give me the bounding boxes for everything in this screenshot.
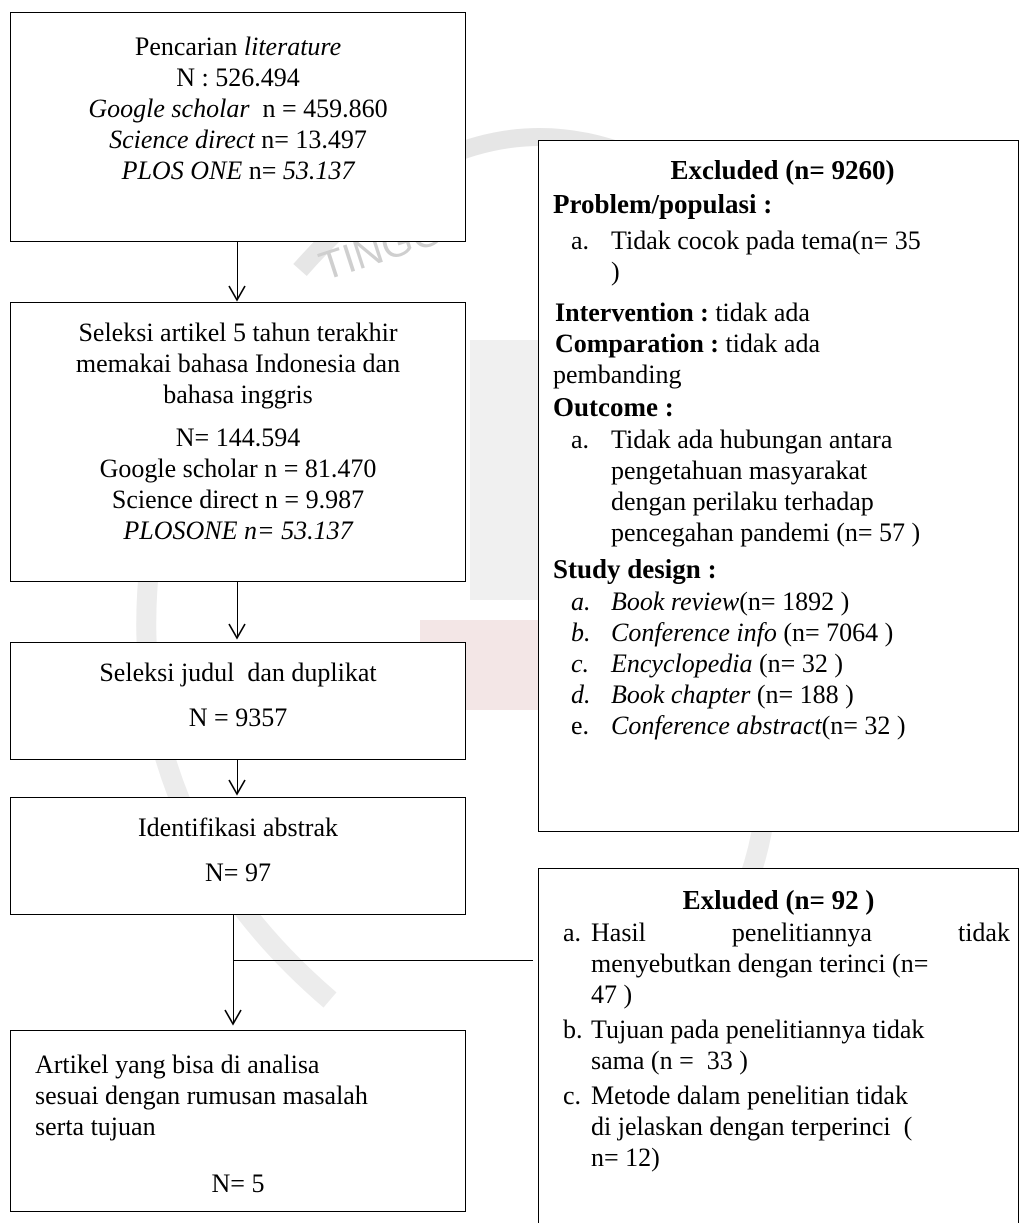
selection-google: Google scholar n = 81.470 bbox=[99, 454, 377, 483]
excluded2-item-a-word1: Hasil bbox=[591, 918, 646, 947]
outcome-line2: pengetahuan masyarakat bbox=[611, 456, 868, 485]
arrow-down-icon bbox=[228, 285, 246, 302]
abstract-label: Identifikasi abstrak bbox=[138, 813, 338, 842]
excluded2-title: Exluded (n= 92 ) bbox=[682, 885, 875, 915]
outcome-label: Outcome : bbox=[553, 392, 674, 422]
connector-3 bbox=[237, 760, 238, 794]
search-total: N : 526.494 bbox=[176, 63, 300, 92]
study-marker: b. bbox=[571, 618, 591, 647]
study-item: c. Encyclopedia (n= 32 ) bbox=[553, 648, 1012, 679]
study-marker: a. bbox=[571, 587, 591, 616]
study-label: Book review bbox=[611, 587, 740, 616]
google-scholar-label: Google scholar bbox=[88, 94, 250, 123]
intervention-value: tidak ada bbox=[708, 298, 810, 327]
arrow-down-icon bbox=[228, 623, 246, 640]
final-line1: Artikel yang bisa di analisa bbox=[35, 1050, 320, 1079]
connector-1 bbox=[237, 242, 238, 298]
comparation-label: Comparation : bbox=[555, 329, 719, 358]
excluded2-item-a-line3: 47 ) bbox=[591, 980, 633, 1009]
selection-total: N= 144.594 bbox=[175, 423, 301, 452]
study-count: (n= 188 ) bbox=[750, 680, 854, 709]
arrow-down-icon bbox=[224, 1009, 242, 1026]
selection-line1: Seleksi artikel 5 tahun terakhir bbox=[78, 318, 398, 347]
excluded2-marker: b. bbox=[563, 1015, 583, 1044]
abstract-box: Identifikasi abstrak N= 97 bbox=[10, 797, 466, 915]
study-item: b. Conference info (n= 7064 ) bbox=[553, 617, 1012, 648]
selection-line3: bahasa inggris bbox=[163, 380, 313, 409]
excluded2-item: a. Hasil penelitiannya tidak menyebutkan… bbox=[547, 917, 1010, 1010]
plos-mid: n= bbox=[242, 156, 283, 185]
abstract-total: N= 97 bbox=[205, 858, 271, 887]
connector-4 bbox=[233, 915, 234, 1023]
excluded2-marker: c. bbox=[563, 1081, 582, 1110]
outcome-line4: pencegahan pandemi (n= 57 ) bbox=[611, 518, 921, 547]
excluded2-item-c-line1: Metode dalam penelitian tidak bbox=[591, 1081, 908, 1110]
comparation-value: tidak ada bbox=[718, 329, 821, 358]
problem-item-line2: ) bbox=[611, 257, 620, 286]
search-title: Pencarian bbox=[134, 32, 244, 61]
comparation-value2: pembanding bbox=[553, 360, 682, 389]
study-label: Book chapter bbox=[611, 680, 751, 709]
excluded2-item-c-line3: n= 12) bbox=[591, 1143, 660, 1172]
science-direct-label: Science direct bbox=[109, 125, 255, 154]
study-label: Conference abstract bbox=[611, 711, 822, 740]
study-count: (n= 32 ) bbox=[752, 649, 843, 678]
excluded2-marker: a. bbox=[563, 918, 582, 947]
excluded2-item-b-line1: Tujuan pada penelitiannya tidak bbox=[591, 1015, 925, 1044]
study-count: (n= 1892 ) bbox=[739, 587, 850, 616]
final-line3: serta tujuan bbox=[35, 1112, 156, 1141]
study-marker: d. bbox=[571, 680, 591, 709]
outcome-line1: Tidak ada hubungan antara bbox=[611, 425, 893, 454]
problem-marker: a. bbox=[571, 226, 590, 255]
excluded2-item-a-line2: menyebutkan dengan terinci (n= bbox=[591, 949, 929, 978]
arrow-down-icon bbox=[228, 779, 246, 796]
problem-item-line1: Tidak cocok pada tema(n= 35 bbox=[611, 226, 921, 255]
selection-box: Seleksi artikel 5 tahun terakhir memakai… bbox=[10, 302, 466, 582]
title-duplicate-label: Seleksi judul dan duplikat bbox=[99, 658, 377, 687]
study-design-label: Study design : bbox=[553, 554, 717, 584]
title-duplicate-total: N = 9357 bbox=[188, 703, 288, 732]
excluded2-item-b-line2: sama (n = 33 ) bbox=[591, 1046, 748, 1075]
excluded2-item: c. Metode dalam penelitian tidak di jela… bbox=[547, 1080, 1010, 1173]
study-item: d. Book chapter (n= 188 ) bbox=[553, 679, 1012, 710]
study-label: Encyclopedia bbox=[611, 649, 753, 678]
connector-2 bbox=[237, 582, 238, 636]
selection-science: Science direct n = 9.987 bbox=[111, 485, 365, 514]
google-scholar-value: n = 459.860 bbox=[249, 94, 388, 123]
excluded2-item-c-line2: di jelaskan dengan terperinci ( bbox=[591, 1112, 913, 1141]
problem-label: Problem/populasi : bbox=[553, 189, 773, 219]
outcome-line3: dengan perilaku terhadap bbox=[611, 487, 874, 516]
final-box: Artikel yang bisa di analisa sesuai deng… bbox=[10, 1030, 466, 1212]
study-count: (n= 7064 ) bbox=[776, 618, 894, 647]
branch-line bbox=[233, 960, 533, 961]
final-line2: sesuai dengan rumusan masalah bbox=[35, 1081, 368, 1110]
search-title-italic: literature bbox=[243, 32, 342, 61]
study-item: e. Conference abstract(n= 32 ) bbox=[553, 710, 1012, 741]
study-marker: e. bbox=[571, 711, 590, 740]
outcome-item: a. Tidak ada hubungan antara pengetahuan… bbox=[553, 424, 1012, 548]
final-total: N= 5 bbox=[211, 1169, 265, 1198]
study-label: Conference info bbox=[611, 618, 777, 647]
excluded2-item: b. Tujuan pada penelitiannya tidak sama … bbox=[547, 1014, 1010, 1076]
excluded-results-box: Exluded (n= 92 ) a. Hasil penelitiannya … bbox=[538, 868, 1019, 1223]
study-item: a. Book review(n= 1892 ) bbox=[553, 586, 1012, 617]
outcome-marker: a. bbox=[571, 425, 590, 454]
science-direct-value: n= 13.497 bbox=[254, 125, 367, 154]
problem-item: a. Tidak cocok pada tema(n= 35 ) bbox=[553, 225, 1012, 287]
plos-label: PLOS ONE bbox=[121, 156, 243, 185]
excluded2-item-a-word3: tidak bbox=[957, 918, 1010, 947]
intervention-label: Intervention : bbox=[555, 298, 709, 327]
excluded2-item-a-word2: penelitiannya bbox=[731, 918, 872, 947]
excluded-criteria-box: Excluded (n= 9260) Problem/populasi : a.… bbox=[538, 140, 1019, 832]
search-box: Pencarian literature N : 526.494 Google … bbox=[10, 12, 466, 242]
excluded1-title: Excluded (n= 9260) bbox=[670, 155, 895, 185]
plos-value: 53.137 bbox=[282, 156, 355, 185]
title-duplicate-box: Seleksi judul dan duplikat N = 9357 bbox=[10, 642, 466, 760]
study-count: (n= 32 ) bbox=[821, 711, 906, 740]
selection-line2: memakai bahasa Indonesia dan bbox=[75, 349, 401, 378]
study-marker: c. bbox=[571, 649, 590, 678]
selection-plos: PLOSONE n= 53.137 bbox=[123, 516, 353, 545]
